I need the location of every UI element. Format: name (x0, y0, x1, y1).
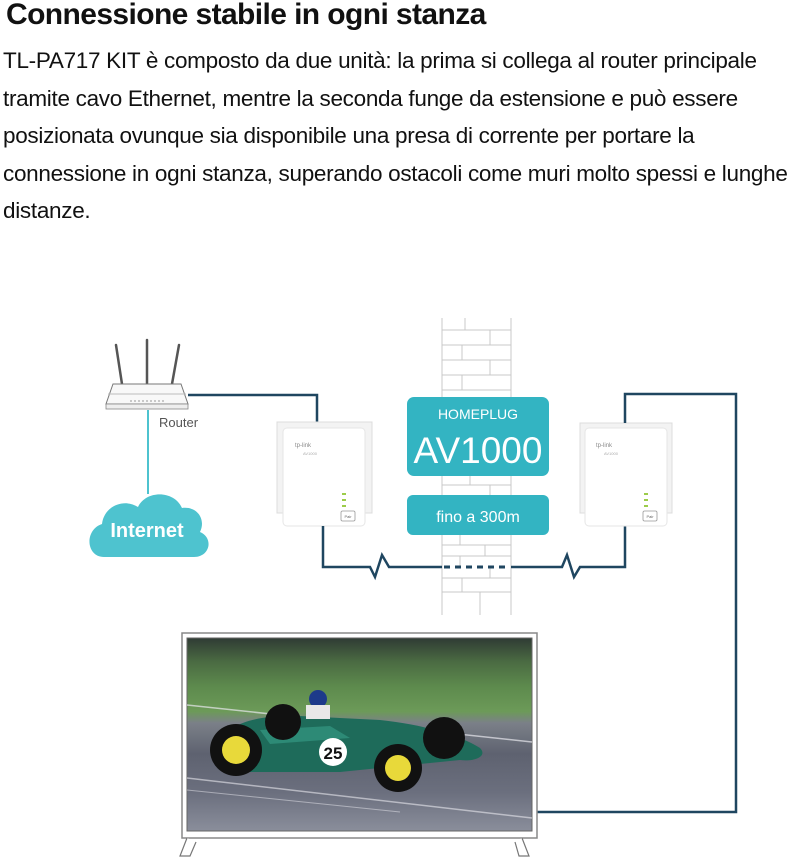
svg-text:Pair: Pair (344, 514, 352, 519)
internet-label: Internet (110, 520, 184, 542)
section-title: Connessione stabile in ogni stanza (6, 0, 486, 31)
svg-text:AV1000: AV1000 (604, 451, 619, 456)
powerline-adapter-left: tp-link AV1000 Pair (276, 421, 373, 527)
powerline-cable-right (511, 526, 627, 581)
adapter-brand-right: tp-link (596, 443, 613, 449)
brick-wall (441, 318, 512, 615)
adapter-brand-left: tp-link (295, 443, 312, 449)
badge-homeplug-label: HOMEPLUG (438, 406, 518, 422)
internet-cloud-icon (89, 494, 209, 557)
svg-text:AV1000: AV1000 (303, 451, 318, 456)
powerline-cable-left (321, 526, 442, 581)
distance-label: fino a 300m (436, 509, 520, 526)
router-label: Router (159, 415, 199, 430)
race-car-image: 25 (210, 690, 483, 792)
section-description: TL-PA717 KIT è composto da due unità: la… (3, 48, 788, 223)
ethernet-cable-router (188, 393, 319, 423)
television-icon: 25 (179, 632, 538, 857)
distance-badge (407, 495, 549, 535)
homeplug-badge (407, 397, 549, 476)
powerline-adapter-right: tp-link AV1000 Pair (579, 422, 673, 527)
svg-text:Pair: Pair (646, 514, 654, 519)
badge-av1000-label: AV1000 (414, 430, 543, 471)
ethernet-cable-tv (537, 392, 738, 814)
svg-text:25: 25 (324, 744, 343, 763)
router-icon (105, 338, 189, 410)
